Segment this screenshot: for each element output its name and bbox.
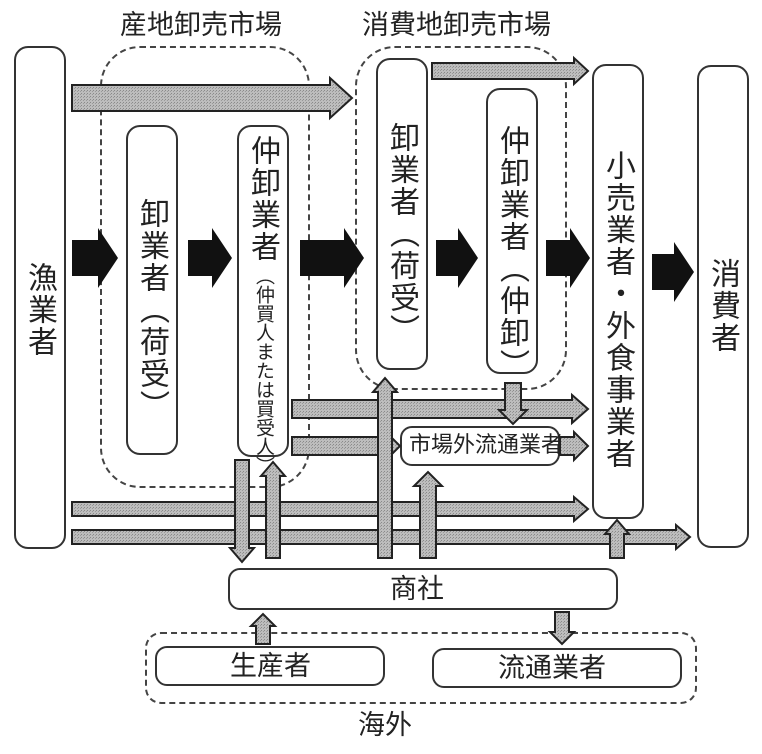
- node-overseas-producers: [155, 646, 385, 686]
- node-trading-company: [228, 568, 618, 610]
- off-market-label: 市場外流通業者: [409, 433, 564, 458]
- main-flow-arrow: [188, 228, 232, 288]
- secondary-flow-arrow: [559, 429, 590, 463]
- node-origin-wholesaler: [126, 125, 178, 455]
- origin-market-label: 産地卸売市場: [120, 10, 282, 41]
- main-flow-arrow: [72, 228, 118, 288]
- secondary-flow-arrow: [71, 75, 354, 121]
- consumers-label: 消費者: [705, 258, 740, 354]
- consumption-intermediate-label: 仲卸業者（仲卸）: [494, 125, 529, 381]
- consumption-market-group: [355, 46, 567, 390]
- origin-intermediate-label: 仲卸業者: [245, 135, 280, 263]
- fishers-label: 漁業者: [22, 262, 57, 358]
- secondary-flow-arrow: [258, 460, 288, 559]
- node-origin-intermediate: [237, 125, 289, 457]
- secondary-flow-arrow: [370, 376, 400, 559]
- secondary-flow-arrow: [602, 518, 632, 559]
- node-consumers: [697, 65, 749, 548]
- secondary-flow-arrow: [71, 494, 590, 524]
- secondary-flow-arrow: [227, 459, 257, 564]
- origin-intermediate-note: （仲買人または買受人）: [253, 266, 275, 475]
- secondary-flow-arrow: [248, 612, 278, 645]
- main-flow-arrow: [436, 228, 478, 288]
- node-retailers: [592, 64, 644, 519]
- main-flow-arrow: [652, 242, 694, 302]
- node-fishers: [14, 46, 66, 549]
- secondary-flow-arrow: [291, 392, 590, 426]
- node-consumption-wholesaler: [376, 58, 428, 370]
- node-overseas-distributors: [432, 648, 682, 688]
- secondary-flow-arrow: [431, 55, 590, 87]
- main-flow-arrow: [546, 228, 590, 288]
- consumption-wholesaler-label: 卸業者（荷受）: [384, 122, 419, 346]
- overseas-producers-label: 生産者: [230, 651, 311, 682]
- overseas-label: 海外: [358, 710, 412, 741]
- overseas-group: [145, 632, 697, 704]
- consumption-market-label: 消費地卸売市場: [362, 10, 551, 41]
- overseas-distributors-label: 流通業者: [498, 653, 606, 684]
- trading-company-label: 商社: [390, 574, 444, 605]
- node-consumption-intermediate: [486, 88, 538, 374]
- secondary-flow-arrow: [496, 382, 530, 426]
- secondary-flow-arrow: [547, 611, 577, 646]
- retailers-label: 小売業者・外食事業者: [600, 150, 635, 470]
- main-flow-arrow: [300, 228, 364, 288]
- origin-wholesaler-label: 卸業者（荷受）: [134, 198, 169, 422]
- secondary-flow-arrow: [411, 470, 445, 559]
